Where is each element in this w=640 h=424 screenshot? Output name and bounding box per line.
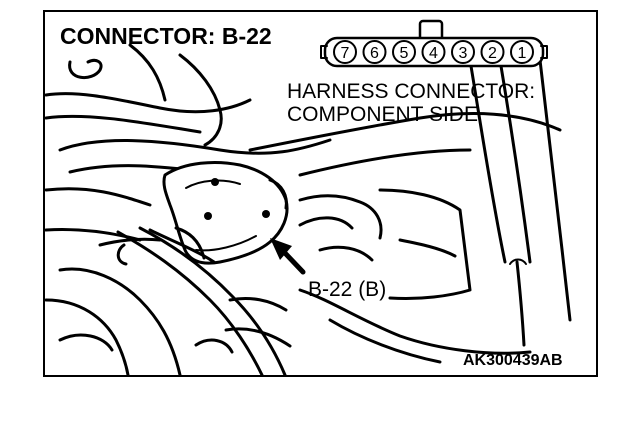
connector-pin-6 [362,40,387,64]
connector-pin-2 [480,40,505,64]
connector-callout-label: B-22 (B) [308,278,386,301]
diagram-frame [43,10,598,377]
connector-pin-label-3: 3 [459,45,468,62]
connector-pin-label-4: 4 [429,45,438,62]
connector-pin-3 [451,40,475,64]
connector-title: CONNECTOR: B-22 [60,23,272,49]
sensor-component [162,160,289,265]
connector-pin-1 [510,40,534,64]
connector-pin-label-6: 6 [370,45,379,62]
connector-pin-label-2: 2 [488,45,497,62]
harness-connector-face: 7 6 5 4 3 2 1 [320,19,548,68]
sensor-wire [148,228,216,264]
connector-pin-label-5: 5 [400,45,409,62]
harness-connector-label: HARNESS CONNECTOR: [287,80,535,103]
connector-pin-5 [392,40,416,64]
connector-pin-7 [333,40,357,64]
figure-code: AK300439AB [463,352,563,369]
callout-arrow [270,238,306,275]
connector-pin-label-1: 1 [518,45,527,62]
connector-pin-4 [421,40,446,64]
connector-pin-label-7: 7 [341,45,350,62]
component-side-label: COMPONENT SIDE [287,103,478,126]
